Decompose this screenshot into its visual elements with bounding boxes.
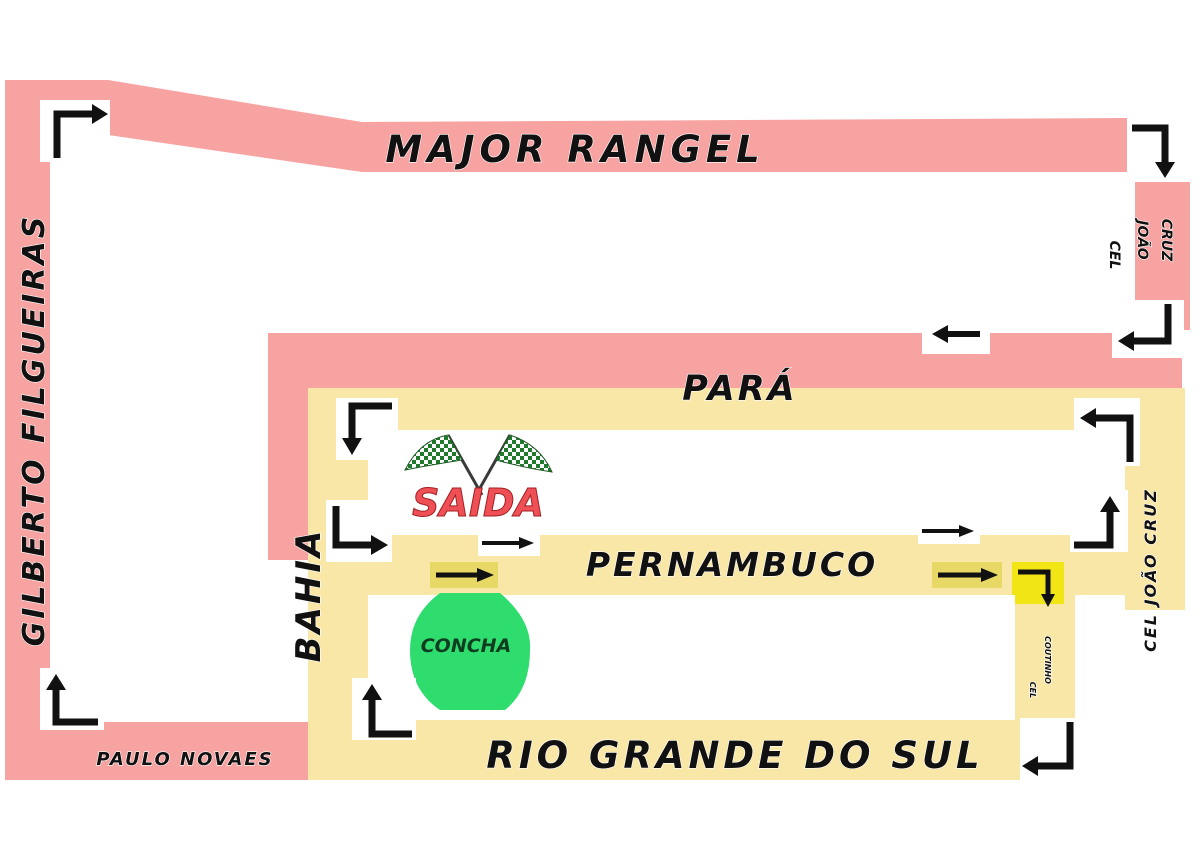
cel-coutinho-label-2: COUTINHO xyxy=(1043,636,1052,684)
cel-joao-cruz-top-label-3: CRUZ xyxy=(1158,219,1174,262)
street-para-right-cap xyxy=(990,333,1120,388)
checkered-flags-icon xyxy=(404,434,553,496)
concha-label: CONCHA xyxy=(421,635,512,657)
direction-arrow-icon xyxy=(478,530,540,556)
cel-joao-cruz-top-label-1: CEL xyxy=(1106,241,1122,270)
pernambuco-label: PERNAMBUCO xyxy=(586,545,878,584)
turn-arrows xyxy=(40,100,1190,780)
para-label: PARÁ xyxy=(682,367,798,409)
street-rio-grande-do-sul xyxy=(308,720,1073,780)
cel-joao-cruz-right-label: CEL JOÃO CRUZ xyxy=(1141,488,1160,652)
street-major-rangel xyxy=(5,80,1127,172)
direction-arrow-icon xyxy=(932,562,1002,588)
gilberto-filgueiras-label: GILBERTO FILGUEIRAS xyxy=(17,214,52,647)
turn-arrow-icon xyxy=(1018,569,1055,607)
cel-coutinho-label-1: CEL xyxy=(1028,682,1037,698)
rio-grande-do-sul-label: RIO GRANDE DO SUL xyxy=(486,734,983,777)
street-para-inner xyxy=(325,388,1185,430)
turn-arrow-icon xyxy=(40,668,104,730)
direction-arrow-icon xyxy=(922,314,990,354)
turn-arrow-icon xyxy=(336,398,398,460)
direction-arrow-icon xyxy=(918,518,980,544)
turn-arrow-icon xyxy=(352,678,416,740)
cel-joao-cruz-top-label-2: JOÃO xyxy=(1134,217,1151,260)
inner-block xyxy=(368,430,1125,535)
turn-arrow-icon xyxy=(1112,300,1184,358)
turn-arrow-icon xyxy=(1020,718,1082,780)
street-gilberto-filgueiras xyxy=(5,80,50,780)
turn-arrow-icon xyxy=(1128,114,1190,182)
outer-route xyxy=(5,80,1190,780)
street-paulo-novaes xyxy=(5,722,310,780)
turn-arrow-icon xyxy=(1074,398,1140,466)
turn-arrow-icon xyxy=(40,100,110,162)
street-labels: MAJOR RANGEL GILBERTO FILGUEIRAS PAULO N… xyxy=(16,127,1174,777)
concha-shape xyxy=(410,593,531,710)
saida-label: SAIDA xyxy=(412,481,544,525)
turn-arrow-icon xyxy=(1070,490,1128,552)
major-rangel-label: MAJOR RANGEL xyxy=(385,128,764,171)
concha: CONCHA xyxy=(410,593,531,710)
turn-arrow-icon xyxy=(326,500,392,562)
yellow-marker xyxy=(1012,562,1064,604)
direction-arrow-icon xyxy=(430,562,498,588)
paulo-novaes-label: PAULO NOVAES xyxy=(96,749,273,770)
bahia-label: BAHIA xyxy=(289,528,329,663)
